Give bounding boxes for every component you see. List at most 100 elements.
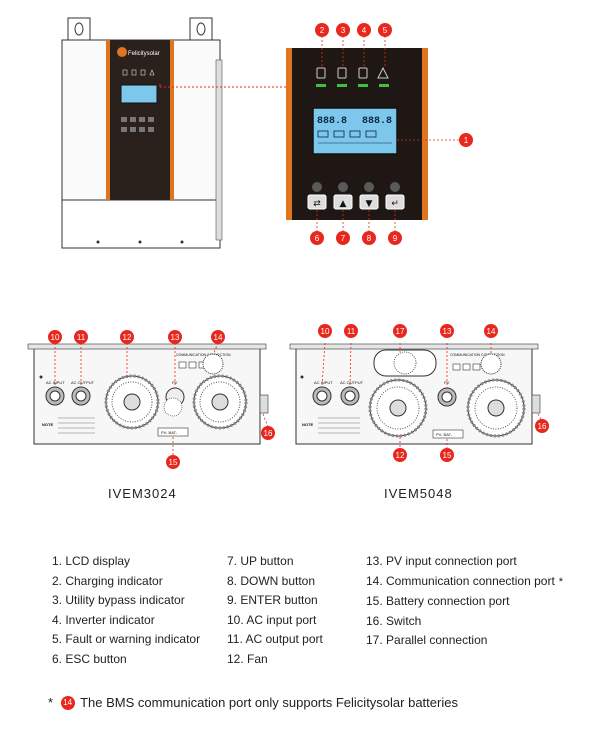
note-label: NOTE <box>302 422 313 427</box>
lcd-left-value: 888.8 <box>317 116 347 127</box>
legend-item: 8. DOWN button <box>227 573 316 588</box>
rear-view-ivem5048: AC INPUT AC OUTPUT NOTE PV COMMUNICATION… <box>289 343 541 445</box>
legend-item: 2. Charging indicator <box>52 573 163 588</box>
model-label-right: IVEM5048 <box>384 486 453 501</box>
legend-star: * <box>558 575 564 588</box>
inverter-led <box>358 84 368 87</box>
charging-led <box>316 84 326 87</box>
callout-badge-10 <box>48 330 62 344</box>
legend-item: 3. Utility bypass indicator <box>52 593 185 607</box>
legend-item-text: 14. Communication connection port <box>366 573 555 588</box>
ac-input-label: AC INPUT <box>46 380 65 385</box>
callout-badge-13 <box>168 330 182 344</box>
ac-output-label: AC OUTPUT <box>340 380 364 385</box>
callout-badge-14 <box>484 324 498 338</box>
footnote-star: * <box>48 695 54 710</box>
legend-item: 1. LCD display <box>52 554 131 568</box>
callout-number: 10 <box>321 327 330 336</box>
callout-number: 3 <box>341 26 346 35</box>
legend-item: 9. ENTER button <box>227 593 318 607</box>
callout-number: 13 <box>171 333 180 342</box>
legend-item: 12. Fan <box>227 651 268 666</box>
pv-label: PV <box>444 380 450 385</box>
lcd-right-value: 888.8 <box>362 116 392 127</box>
brand-logo-text: Felicitysolar <box>128 51 160 57</box>
comm-label: COMMUNICATION CONNECTION <box>450 353 505 357</box>
callout-number: 2 <box>320 26 325 35</box>
footnote-text: The BMS communication port only supports… <box>80 695 458 710</box>
legend-item: 10. AC input port <box>227 612 317 627</box>
callout-badge-10 <box>318 324 332 338</box>
ac-input-label: AC INPUT <box>314 380 333 385</box>
enter-button[interactable]: ↵ <box>385 194 405 210</box>
legend-item: 14. Communication connection port* <box>366 572 563 593</box>
legend-column-1: 1. LCD display 2. Charging indicator 3. … <box>52 552 200 669</box>
legend-column-2: 7. UP button 8. DOWN button 9. ENTER but… <box>227 552 323 669</box>
legend-item: 6. ESC button <box>52 651 127 666</box>
inverter-icon <box>358 67 368 79</box>
callout-badge-3 <box>336 23 350 37</box>
fault-led <box>379 84 389 87</box>
legend-item: 5. Fault or warning indicator <box>52 632 201 646</box>
pv-label: PV <box>172 380 178 385</box>
comm-label: COMMUNICATION CONNECTION <box>176 353 231 357</box>
callout-badge-12 <box>393 448 407 462</box>
callout-number: 13 <box>443 327 452 336</box>
callout-badge-8 <box>362 231 376 245</box>
callout-badge-12 <box>120 330 134 344</box>
callout-badge-1 <box>459 133 473 147</box>
ir-indicator <box>312 182 322 192</box>
down-arrow-icon: ▼ <box>366 199 373 209</box>
legend-item: 15. Battery connection port <box>366 594 510 608</box>
callout-number: 7 <box>341 234 346 243</box>
legend-item: 17. Parallel connection <box>366 633 488 647</box>
callout-badge-7 <box>336 231 350 245</box>
legend-item: 11. AC output port <box>227 632 323 646</box>
callout-number: 15 <box>443 451 452 460</box>
callout-number: 6 <box>315 234 320 243</box>
callout-badge-16 <box>535 419 549 433</box>
callout-badge-15 <box>440 448 454 462</box>
callout-number: 12 <box>123 333 132 342</box>
battery-terminal-label: PV- BAT- <box>161 430 178 435</box>
inverter-front-view: Felicitysolar <box>61 17 223 249</box>
callout-badge-6 <box>310 231 324 245</box>
power-switch[interactable] <box>259 394 269 414</box>
callout-number: 14 <box>214 333 223 342</box>
enter-icon: ↵ <box>391 199 399 209</box>
callout-number: 11 <box>77 333 86 342</box>
legend-item: 13. PV input connection port <box>366 554 517 568</box>
ac-output-label: AC OUTPUT <box>71 380 95 385</box>
control-panel-zoom: 888.8 888.8 ⇄ ▲ ▼ ↵ <box>286 48 428 220</box>
esc-icon: ⇄ <box>313 199 321 209</box>
footnote: * 14 The BMS communication port only sup… <box>48 695 458 712</box>
callout-number: 9 <box>393 234 398 243</box>
callout-number: 12 <box>396 451 405 460</box>
callout-number: 8 <box>367 234 372 243</box>
callout-badge-15 <box>166 455 180 469</box>
legend-column-3: 13. PV input connection port 14. Communi… <box>366 552 563 651</box>
callout-number: 11 <box>347 327 356 336</box>
callout-badge-2 <box>315 23 329 37</box>
callout-badge-11 <box>344 324 358 338</box>
power-switch[interactable] <box>531 394 541 414</box>
callout-number: 15 <box>169 458 178 467</box>
legend-item: 7. UP button <box>227 554 294 568</box>
callout-badge-16 <box>261 426 275 440</box>
callout-number: 4 <box>362 26 367 35</box>
down-button[interactable]: ▼ <box>359 194 379 210</box>
battery-terminal-label: PV- BAT- <box>436 432 453 437</box>
callout-number: 17 <box>396 327 405 336</box>
bypass-led <box>337 84 347 87</box>
charging-icon <box>316 67 326 79</box>
callout-badge-14 <box>211 330 225 344</box>
esc-button[interactable]: ⇄ <box>307 194 327 210</box>
callout-number: 5 <box>383 26 388 35</box>
callout-badge-17 <box>393 324 407 338</box>
up-arrow-icon: ▲ <box>340 199 347 209</box>
callout-badge-11 <box>74 330 88 344</box>
legend-item: 16. Switch <box>366 613 422 628</box>
footnote-badge: 14 <box>60 695 75 710</box>
up-button[interactable]: ▲ <box>333 194 353 210</box>
